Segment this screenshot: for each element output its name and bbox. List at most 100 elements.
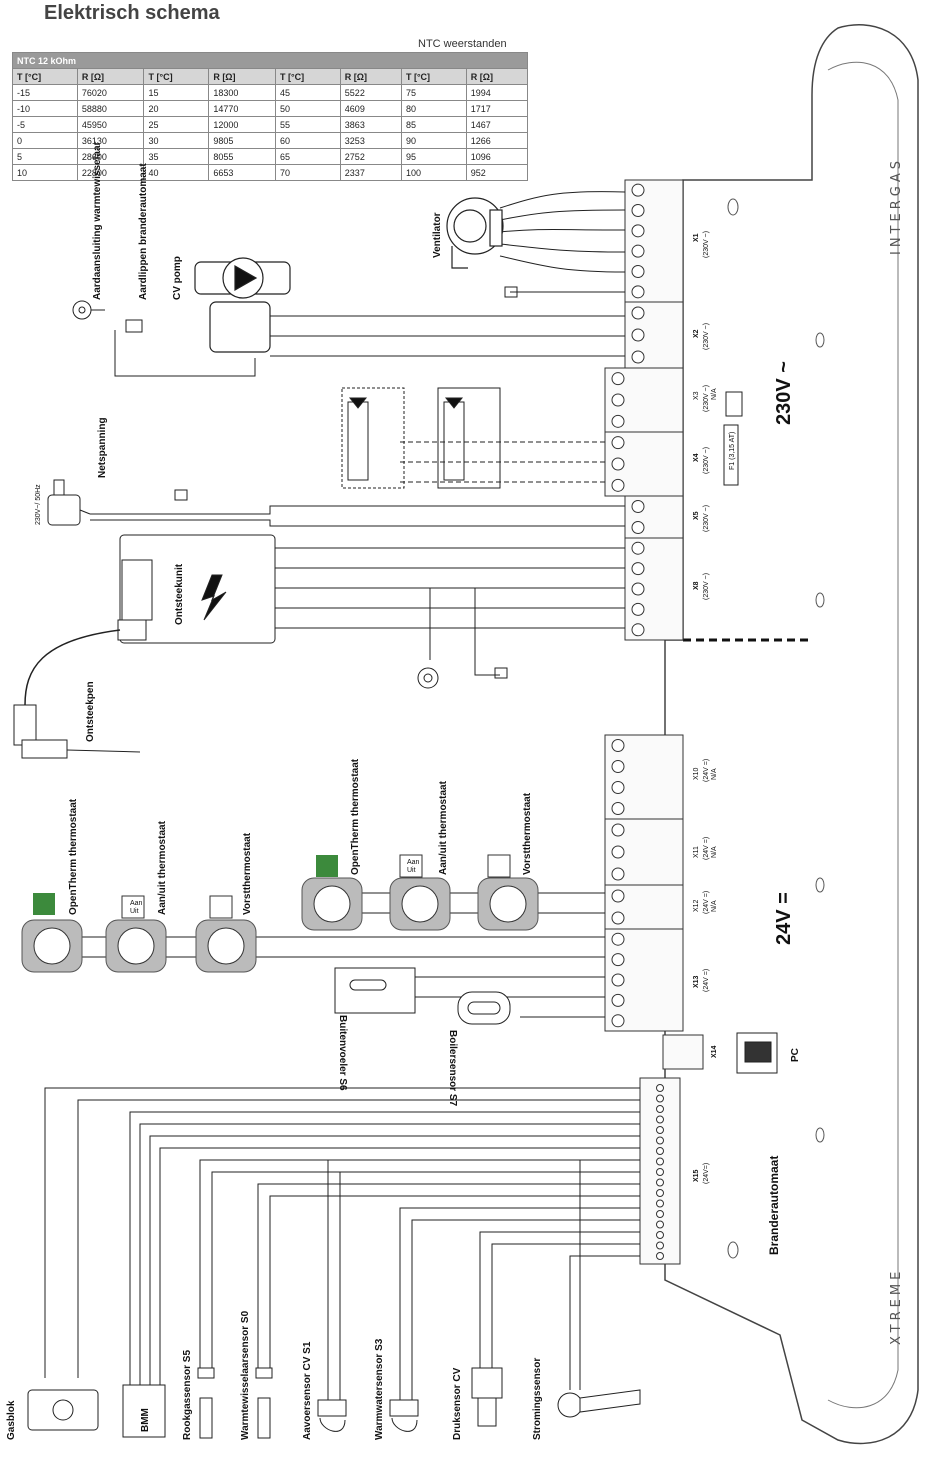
- x15-harness: [44, 1087, 640, 1400]
- ntc-column-row: T [°C] R [Ω] T [°C] R [Ω] T [°C] R [Ω] T…: [12, 68, 529, 85]
- terminal-screw: [611, 932, 625, 946]
- ntc-col-t1: T [°C]: [12, 68, 78, 85]
- label-aan-lower: Aan: [130, 900, 143, 907]
- terminal-screw: [631, 562, 645, 576]
- boiler-sensor-icon: [457, 991, 511, 1025]
- ntc-col-r3: R [Ω]: [339, 68, 402, 85]
- connector-blocks: [604, 179, 704, 1265]
- x15-pin: [656, 1231, 664, 1239]
- terminal-screw: [631, 623, 645, 637]
- ignition-unit-icon: [117, 534, 276, 644]
- thermostat-vorst-lower: [195, 895, 257, 973]
- label-vorst-upper: Vorstthermostaat: [522, 792, 533, 875]
- terminal-screw: [611, 457, 625, 471]
- label-opentherm-lower: OpenTherm thermostaat: [68, 798, 79, 915]
- terminal-screw: [631, 306, 645, 320]
- x15-pin: [656, 1220, 664, 1229]
- label-warmtewisselaarsensor: Warmtewisselaarsensor S0: [240, 1310, 251, 1440]
- terminal-screw: [611, 414, 625, 428]
- fan-icon: [446, 197, 504, 269]
- x15-pin: [656, 1094, 664, 1103]
- mains-plug-icon: [47, 479, 91, 526]
- ignition-pin-icon: [13, 629, 141, 759]
- label-bmm: BMM: [140, 1408, 151, 1432]
- label-uit-upper: Uit: [407, 867, 416, 874]
- label-pc: PC: [790, 1048, 801, 1062]
- label-rookgassensor: Rookgassensor S5: [182, 1350, 193, 1440]
- label-x5-v: (230V ~): [703, 505, 710, 532]
- terminal-screw: [631, 602, 645, 616]
- boiler-housing-outline: [664, 24, 919, 1445]
- table-cell: 10: [12, 164, 78, 181]
- x15-pin: [656, 1105, 664, 1113]
- page-title: Elektrisch schema: [44, 2, 220, 24]
- label-x10: X10: [693, 767, 700, 780]
- terminal-screw: [611, 372, 625, 386]
- label-x12-v: (24V =): [703, 891, 710, 914]
- x15-pin: [656, 1147, 664, 1155]
- label-uit-lower: Uit: [130, 908, 139, 915]
- label-branderautomaat: Branderautomaat: [767, 1156, 781, 1255]
- x15-pin: [656, 1199, 664, 1208]
- terminal-screw: [631, 244, 645, 258]
- label-aavoersensor: Aavoersensor CV S1: [302, 1341, 313, 1440]
- label-x13: X13: [693, 975, 700, 988]
- label-x1-v: (230V ~): [703, 231, 710, 258]
- terminal-screw: [631, 500, 645, 513]
- terminal-screw: [611, 802, 625, 815]
- label-boilersensor: Boilersensor S7: [447, 1030, 458, 1107]
- label-aanuit-lower: Aan/uit thermostaat: [157, 820, 168, 915]
- ntc-table: NTC 12 kOhm T [°C] R [Ω] T [°C] R [Ω] T …: [12, 52, 529, 181]
- terminal-screw: [631, 350, 645, 364]
- pressure-sensor-icon: [471, 1367, 503, 1427]
- label-aan-upper: Aan: [407, 859, 420, 866]
- terminal-screw: [611, 973, 625, 987]
- cv-pump-icon: [194, 257, 291, 353]
- label-x3-na: N/A: [711, 388, 718, 400]
- terminal-screw: [611, 436, 625, 450]
- label-x12: X12: [693, 899, 700, 912]
- label-x4-v: (230V ~): [703, 447, 710, 474]
- ntc-col-r2: R [Ω]: [208, 68, 276, 85]
- label-x15: X15: [693, 1169, 700, 1182]
- terminal-screw: [631, 204, 645, 217]
- label-x10-v: (24V =): [703, 759, 710, 782]
- x15-pin: [656, 1252, 664, 1260]
- thermostat-aanuit-lower: [105, 895, 167, 973]
- label-opentherm-upper: OpenTherm thermostaat: [350, 758, 361, 875]
- fuse-icon: [723, 391, 743, 486]
- terminal-screw: [611, 781, 625, 794]
- label-fuse: F1 (3,15 AT): [729, 432, 736, 470]
- voltage-low-label: 24V =: [773, 892, 795, 945]
- x15-pin: [656, 1178, 664, 1187]
- terminal-screw: [611, 1014, 625, 1028]
- ring-terminal-icon: [417, 667, 439, 689]
- label-x8: X8: [693, 581, 700, 590]
- connector-x1: [624, 179, 684, 303]
- terminal-screw: [611, 478, 625, 492]
- label-x14: X14: [711, 1045, 718, 1058]
- thermostat-opentherm-lower: [21, 893, 83, 973]
- thermostat-opentherm-upper: [301, 855, 363, 931]
- wires: [80, 191, 626, 1018]
- label-gasblok: Gasblok: [6, 1400, 17, 1440]
- label-ontsteekpen: Ontsteekpen: [85, 681, 96, 742]
- label-buitenvoeler: Buitenvoeler S6: [337, 1015, 348, 1091]
- label-x11: X11: [693, 846, 700, 858]
- terminal-screws: [611, 183, 664, 1260]
- label-ventilator: Ventilator: [432, 212, 443, 258]
- label-x11-na: N/A: [711, 846, 718, 858]
- label-stromingssensor: Stromingssensor: [532, 1358, 543, 1440]
- label-x4: X4: [693, 453, 700, 462]
- label-x15-v: (24V=): [703, 1163, 710, 1184]
- valve-unit-1: [341, 387, 405, 489]
- table-cell: 2337: [339, 164, 402, 181]
- ntc-caption: NTC weerstanden: [418, 38, 507, 50]
- terminal-screw: [611, 739, 625, 752]
- label-netspanning-spec: 230V~/ 50Hz: [35, 484, 42, 525]
